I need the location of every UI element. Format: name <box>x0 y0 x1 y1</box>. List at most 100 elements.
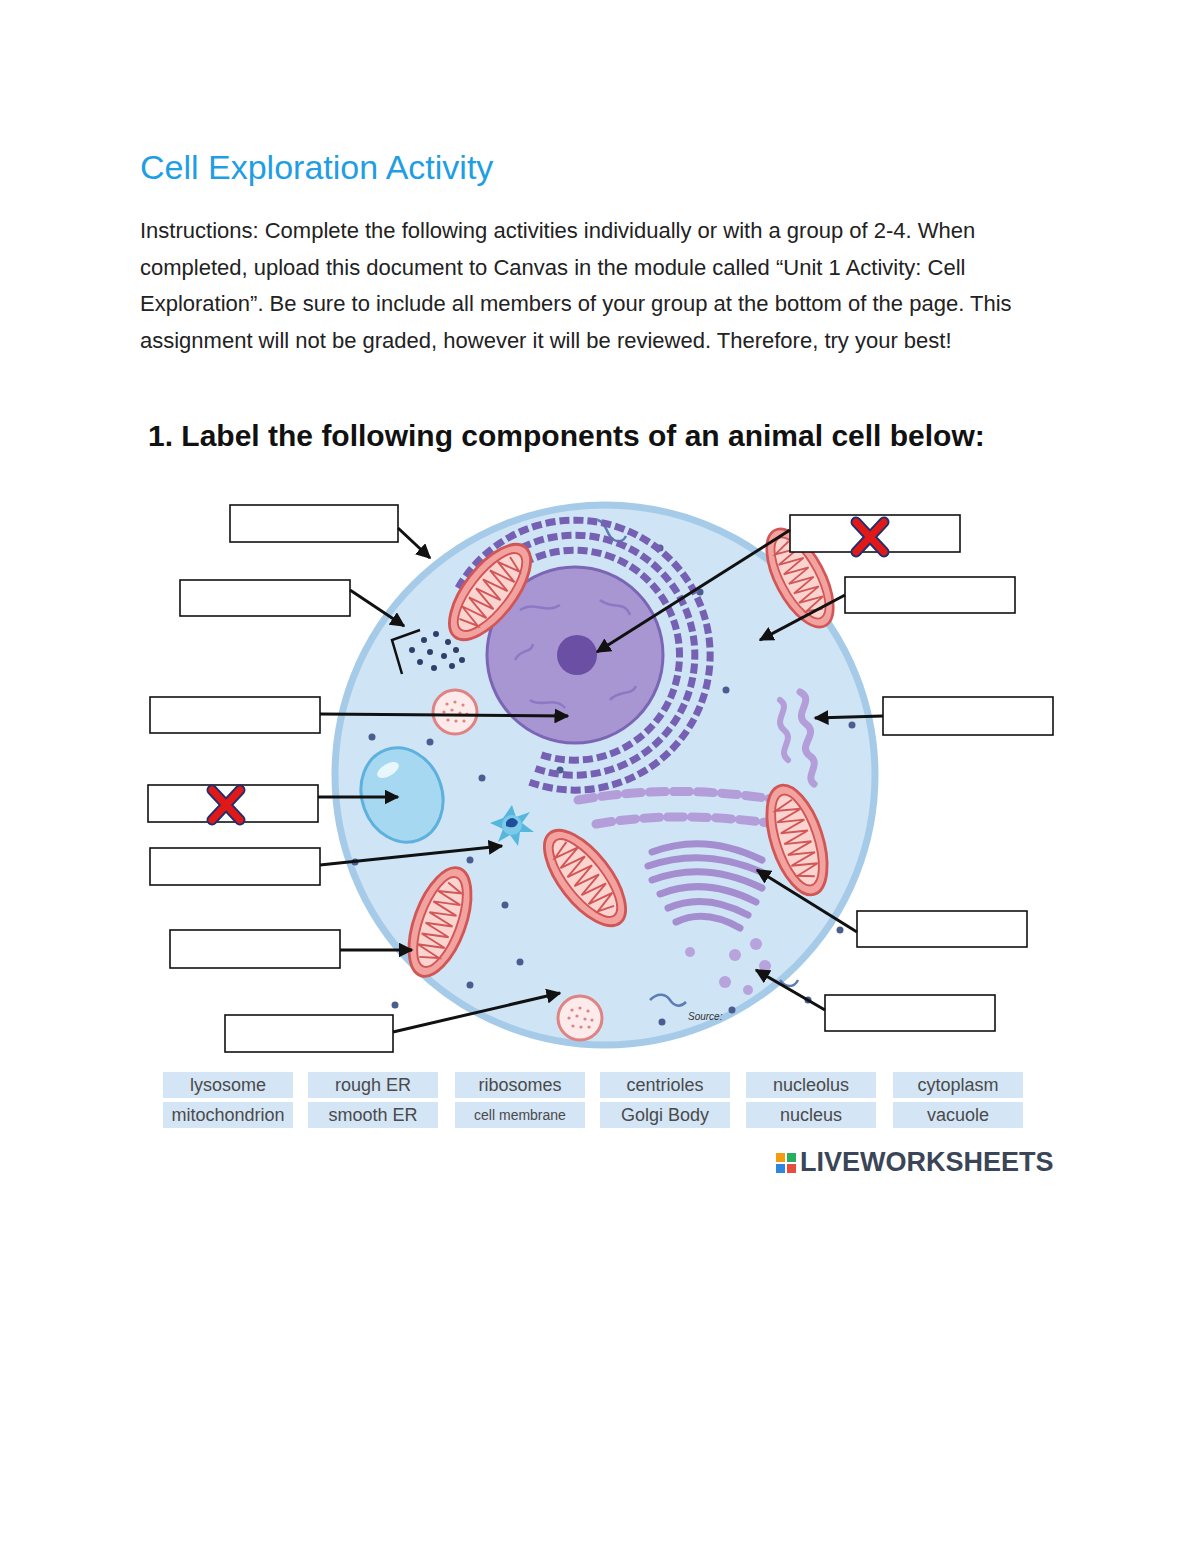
ribosome-dots <box>449 663 455 669</box>
leader-arrows <box>340 949 412 952</box>
red-cross <box>212 790 240 820</box>
cytoplasm-detail <box>369 734 376 741</box>
ribosome-dots <box>431 665 437 671</box>
word-bank-box: nucleolus <box>746 1072 876 1098</box>
logo-text: LIVEWORKSHEETS <box>800 1146 1054 1178</box>
answer-boxes <box>857 911 1027 947</box>
red-cross <box>212 790 240 820</box>
word-bank-term: vacuole <box>927 1104 989 1126</box>
cytoplasm-detail <box>723 687 730 694</box>
word-bank-box: cytoplasm <box>893 1072 1023 1098</box>
word-bank-box: vacuole <box>893 1102 1023 1128</box>
answer-boxes <box>790 515 960 552</box>
cytoplasm-detail <box>837 927 844 934</box>
ribosome-dots <box>445 639 451 645</box>
word-bank-term: lysosome <box>190 1074 266 1096</box>
lysosomes <box>433 690 477 734</box>
bracket <box>392 630 420 674</box>
answer-boxes <box>148 505 1053 1052</box>
answer-boxes <box>845 577 1015 613</box>
word-bank-box: centrioles <box>600 1072 730 1098</box>
cytoplasm-detail <box>729 1007 736 1014</box>
answer-boxes <box>180 580 350 616</box>
smooth-er <box>800 692 814 784</box>
word-bank-term: smooth ER <box>328 1104 417 1126</box>
golgi-body <box>668 901 748 915</box>
golgi-body <box>676 916 740 928</box>
word-bank-box: smooth ER <box>308 1102 438 1128</box>
leader-arrows <box>757 870 857 932</box>
answer-boxes <box>883 697 1053 735</box>
leader-arrows <box>318 796 398 799</box>
question-heading: 1. Label the following components of an … <box>148 417 1178 455</box>
golgi-vesicles <box>729 949 741 961</box>
word-bank-box: mitochondrion <box>163 1102 293 1128</box>
source-note: Source: <box>688 1011 722 1023</box>
logo-icon <box>776 1164 785 1173</box>
lysosomes <box>558 996 602 1040</box>
cytoplasm-detail <box>502 902 509 909</box>
cytoplasm-detail <box>392 1002 399 1009</box>
leader-arrows <box>756 970 825 1010</box>
mitochondria <box>396 519 846 984</box>
golgi-vesicles <box>743 985 753 995</box>
word-bank-box: rough ER <box>308 1072 438 1098</box>
vacuole-shape <box>375 759 402 781</box>
leader-arrows <box>320 714 568 716</box>
word-bank-term: Golgi Body <box>621 1104 709 1126</box>
answer-boxes <box>225 1015 393 1052</box>
cytoplasm-detail <box>659 1019 666 1026</box>
answer-boxes <box>170 930 340 968</box>
cytoplasm-detail <box>517 959 524 966</box>
golgi-body <box>648 844 766 928</box>
word-bank-term: nucleolus <box>773 1074 849 1096</box>
answer-boxes <box>150 848 320 885</box>
red-cross <box>856 522 884 552</box>
answer-boxes <box>150 697 320 733</box>
smooth-er <box>780 700 788 760</box>
answer-boxes <box>148 785 318 822</box>
centriole-shape <box>490 805 534 846</box>
bracket <box>392 630 420 674</box>
leader-arrows <box>597 530 790 652</box>
word-bank-term: cell membrane <box>474 1106 566 1124</box>
ribosome-dots <box>459 657 465 663</box>
leader-arrows <box>760 595 845 640</box>
red-cross <box>856 522 884 552</box>
centriole-shape <box>506 818 518 827</box>
centriole-shape <box>502 815 522 835</box>
cell-body <box>335 505 875 1045</box>
ribosome-dots <box>427 649 433 655</box>
word-bank-box: Golgi Body <box>600 1102 730 1128</box>
cytoplasm-detail <box>467 857 474 864</box>
red-cross <box>212 522 884 820</box>
golgi-vesicles <box>685 938 771 995</box>
lysosomes <box>433 690 602 1040</box>
cell-body <box>335 505 875 1045</box>
cytoplasm-detail <box>467 982 474 989</box>
cytoplasm-detail <box>479 775 486 782</box>
cytoplasm-detail <box>849 722 856 729</box>
ribosome-dots <box>421 637 427 643</box>
leader-arrows <box>350 590 404 626</box>
leader-arrows <box>398 528 430 558</box>
vacuole-shape <box>348 736 456 854</box>
word-bank-box: ribosomes <box>455 1072 585 1098</box>
ribosome-dots <box>433 631 439 637</box>
cytoplasm-detail <box>650 995 686 1006</box>
answer-boxes <box>825 995 995 1031</box>
mitochondria <box>530 817 641 938</box>
word-bank-box: cell membrane <box>455 1102 585 1128</box>
nucleus-shape <box>515 600 636 708</box>
ribosome-dots <box>453 647 459 653</box>
word-bank-term: ribosomes <box>478 1074 561 1096</box>
mitochondria <box>435 531 546 652</box>
mitochondria <box>755 778 839 902</box>
golgi-vesicles <box>685 947 695 957</box>
word-bank-box: nucleus <box>746 1102 876 1128</box>
word-bank-term: rough ER <box>335 1074 411 1096</box>
page-title: Cell Exploration Activity <box>140 146 1040 188</box>
golgi-vesicles <box>750 938 762 950</box>
nucleolus-shape <box>557 635 597 675</box>
